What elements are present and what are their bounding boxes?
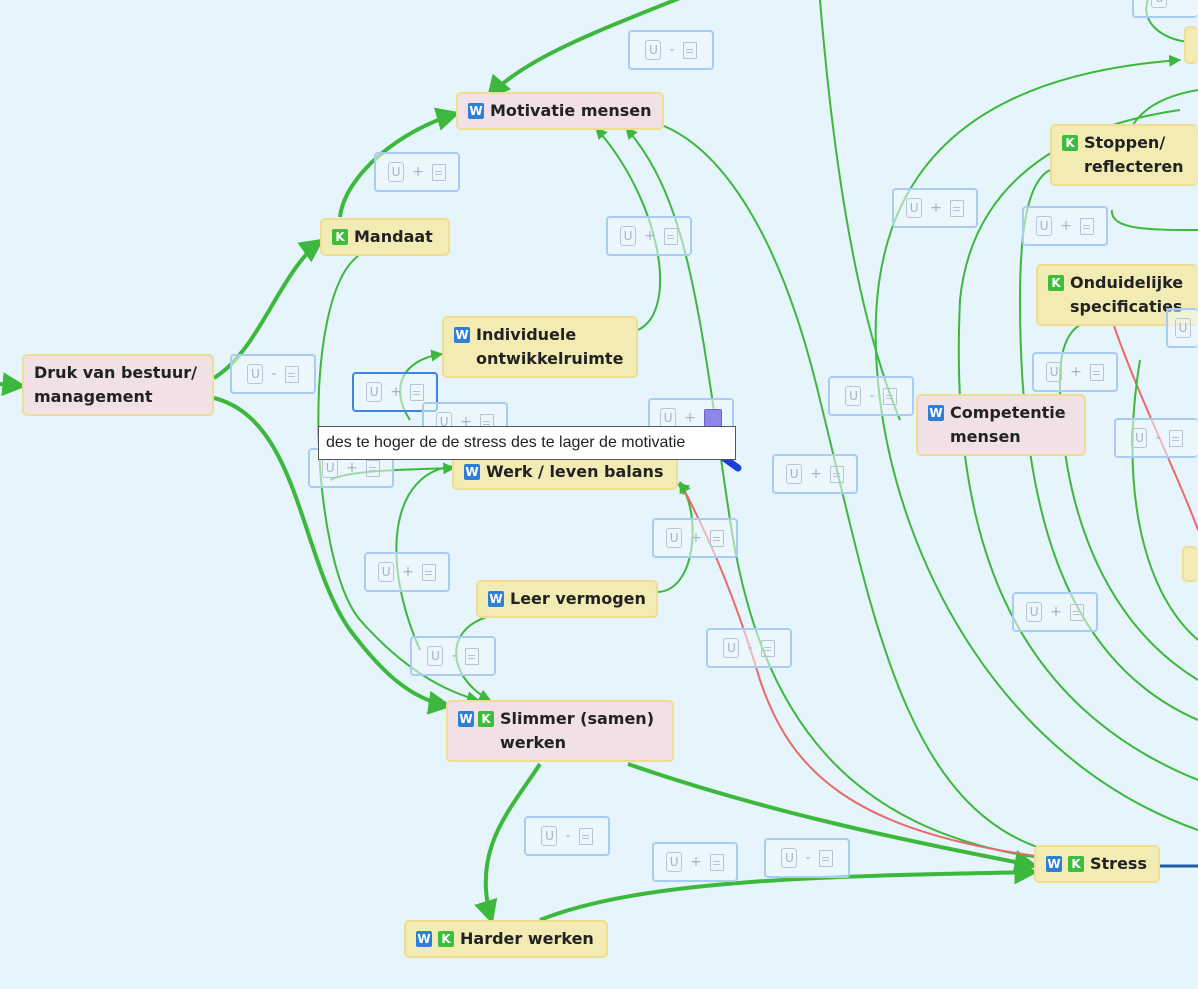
link-type-control[interactable]: U-	[706, 628, 792, 668]
note-icon	[1089, 363, 1104, 381]
note-icon	[431, 163, 446, 181]
node-harder-werken[interactable]: W K Harder werken	[404, 920, 608, 958]
link-type-control[interactable]: U+	[1032, 352, 1118, 392]
note-icon	[1069, 603, 1084, 621]
w-badge-icon: W	[454, 327, 470, 343]
node-label: Werk / leven balans	[486, 462, 664, 481]
node-label: Slimmer (samen) werken	[500, 709, 655, 752]
link-type-control[interactable]: U+	[772, 454, 858, 494]
note-icon	[829, 465, 844, 483]
note-icon	[818, 849, 833, 867]
node-partial-right[interactable]	[1182, 546, 1198, 582]
node-werk-leven-balans[interactable]: W Werk / leven balans	[452, 454, 678, 490]
note-icon	[709, 529, 724, 547]
note-icon	[882, 387, 897, 405]
node-label: Stress	[1090, 854, 1147, 873]
w-badge-icon: W	[488, 591, 504, 607]
node-label: Onduidelijke specificaties	[1070, 273, 1184, 316]
w-badge-icon: W	[468, 103, 484, 119]
note-icon	[663, 227, 678, 245]
link-type-control[interactable]: U+	[374, 152, 460, 192]
note-icon	[949, 199, 964, 217]
note-icon	[409, 383, 424, 401]
note-icon	[365, 459, 380, 477]
node-label: Druk van bestuur/ management	[34, 363, 197, 406]
link-type-control[interactable]: U-	[628, 30, 714, 70]
node-mandaat[interactable]: K Mandaat	[320, 218, 450, 256]
node-competentie-mensen[interactable]: W Competentie mensen	[916, 394, 1086, 456]
node-label: Individuele ontwikkelruimte	[476, 325, 624, 368]
note-icon	[760, 639, 775, 657]
k-badge-icon: K	[478, 711, 494, 727]
w-badge-icon: W	[458, 711, 474, 727]
node-label: Stoppen/ reflecteren	[1084, 133, 1184, 176]
link-type-control[interactable]: U+	[652, 518, 738, 558]
link-note-tooltip: des te hoger de de stress des te lager d…	[318, 426, 736, 460]
k-badge-icon: K	[1048, 275, 1064, 291]
k-badge-icon: K	[332, 229, 348, 245]
link-type-control[interactable]: U+	[1012, 592, 1098, 632]
edge-left-in	[0, 372, 27, 397]
link-type-control[interactable]: U-	[230, 354, 316, 394]
node-individuele-ontwikkelruimte[interactable]: W Individuele ontwikkelruimte	[442, 316, 638, 378]
node-stress[interactable]: W K Stress	[1034, 845, 1160, 883]
w-badge-icon: W	[416, 931, 432, 947]
node-slimmer-samen-werken[interactable]: W K Slimmer (samen) werken	[446, 700, 674, 762]
link-type-control[interactable]: U-	[1132, 0, 1198, 18]
k-badge-icon: K	[1062, 135, 1078, 151]
node-label: Harder werken	[460, 929, 594, 948]
k-badge-icon: K	[1068, 856, 1084, 872]
link-type-control[interactable]: U+	[364, 552, 450, 592]
edge-right-4	[1131, 359, 1198, 641]
link-type-control[interactable]: U-	[764, 838, 850, 878]
note-icon	[1079, 217, 1094, 235]
edge-right-7	[1110, 209, 1198, 231]
note-icon	[682, 41, 697, 59]
note-icon	[578, 827, 593, 845]
edge-top-line	[819, 0, 901, 421]
link-type-control[interactable]: U-	[410, 636, 496, 676]
link-type-control[interactable]: U-	[1114, 418, 1198, 458]
node-partial-top-right[interactable]	[1184, 26, 1198, 64]
link-type-control[interactable]: U+	[1022, 206, 1108, 246]
link-type-control[interactable]: U-	[524, 816, 610, 856]
link-type-control[interactable]: U+	[606, 216, 692, 256]
note-active-icon	[703, 409, 722, 427]
node-label: Competentie mensen	[950, 403, 1066, 446]
node-label: Motivatie mensen	[490, 101, 652, 120]
link-type-control[interactable]: U	[1166, 308, 1198, 348]
node-motivatie-mensen[interactable]: W Motivatie mensen	[456, 92, 664, 130]
note-icon	[284, 365, 299, 383]
node-leer-vermogen[interactable]: W Leer vermogen	[476, 580, 658, 618]
note-icon	[709, 853, 724, 871]
link-type-control-selected[interactable]: U+	[352, 372, 438, 412]
node-label: Leer vermogen	[510, 589, 646, 608]
node-label: Mandaat	[354, 227, 433, 246]
w-badge-icon: W	[464, 464, 480, 480]
edge-harder-to-stress	[539, 860, 1039, 922]
note-icon	[464, 647, 479, 665]
w-badge-icon: W	[928, 405, 944, 421]
link-type-control[interactable]: U-	[828, 376, 914, 416]
link-type-control[interactable]: U+	[652, 842, 738, 882]
k-badge-icon: K	[438, 931, 454, 947]
node-stoppen-reflecteren[interactable]: K Stoppen/ reflecteren	[1050, 124, 1198, 186]
note-icon	[421, 563, 436, 581]
w-badge-icon: W	[1046, 856, 1062, 872]
note-icon	[1168, 429, 1183, 447]
link-type-control[interactable]: U+	[892, 188, 978, 228]
node-druk-van-bestuur[interactable]: Druk van bestuur/ management	[22, 354, 214, 416]
